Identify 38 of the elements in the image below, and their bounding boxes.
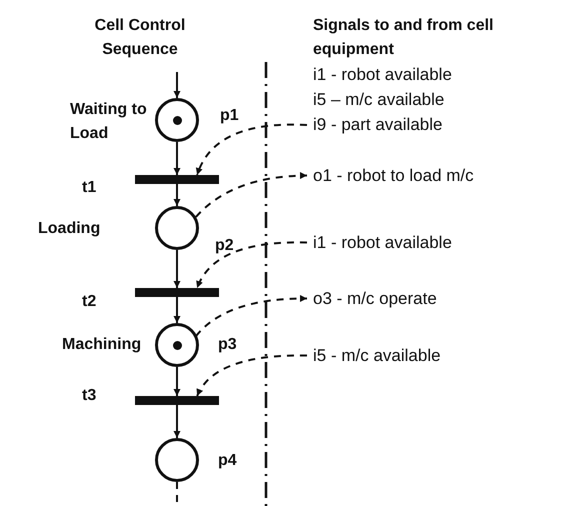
- transition-label: t3: [82, 386, 98, 406]
- dashed-arrow: [196, 241, 307, 288]
- signal-text: o1 - robot to load m/c: [313, 165, 474, 187]
- column-heading: Signals to and from cell equipment: [313, 16, 494, 60]
- place-circle: [155, 323, 199, 367]
- transition-bar: [135, 175, 219, 184]
- place-label: p4: [218, 451, 238, 471]
- signal-text: i1 - robot available: [313, 232, 452, 254]
- arrow: [174, 367, 180, 396]
- dashed-arrow: [196, 354, 307, 396]
- dashed-arrow: [195, 295, 308, 337]
- arrow: [174, 142, 180, 175]
- transition-label: t2: [82, 292, 98, 312]
- arrow: [174, 405, 180, 438]
- transition-bar: [135, 288, 219, 297]
- place-label: p2: [215, 236, 235, 256]
- signal-text: i5 – m/c available: [313, 89, 446, 111]
- place-label: p3: [218, 335, 238, 355]
- place-label: p1: [220, 106, 240, 126]
- signal-text: i1 - robot available: [313, 64, 452, 86]
- place-label: Machining: [62, 335, 142, 355]
- arrow: [174, 250, 180, 288]
- place-label: Loading: [38, 219, 102, 239]
- dashed-arrow: [195, 172, 308, 218]
- signal-text: i5 - m/c available: [313, 345, 441, 367]
- arrow: [174, 297, 180, 323]
- column-heading: Cell Control Sequence: [94, 16, 186, 60]
- dashed-arrow: [196, 124, 308, 176]
- arrow: [174, 72, 180, 98]
- place-circle: [155, 206, 199, 250]
- transition-label: t1: [82, 178, 98, 198]
- transition-bar: [135, 396, 219, 405]
- arrow: [174, 184, 180, 206]
- place-circle: [155, 438, 199, 482]
- signal-text: o3 - m/c operate: [313, 288, 437, 310]
- place-circle: [155, 98, 199, 142]
- place-label: Waiting to Load: [70, 100, 148, 144]
- signal-text: i9 - part available: [313, 114, 444, 136]
